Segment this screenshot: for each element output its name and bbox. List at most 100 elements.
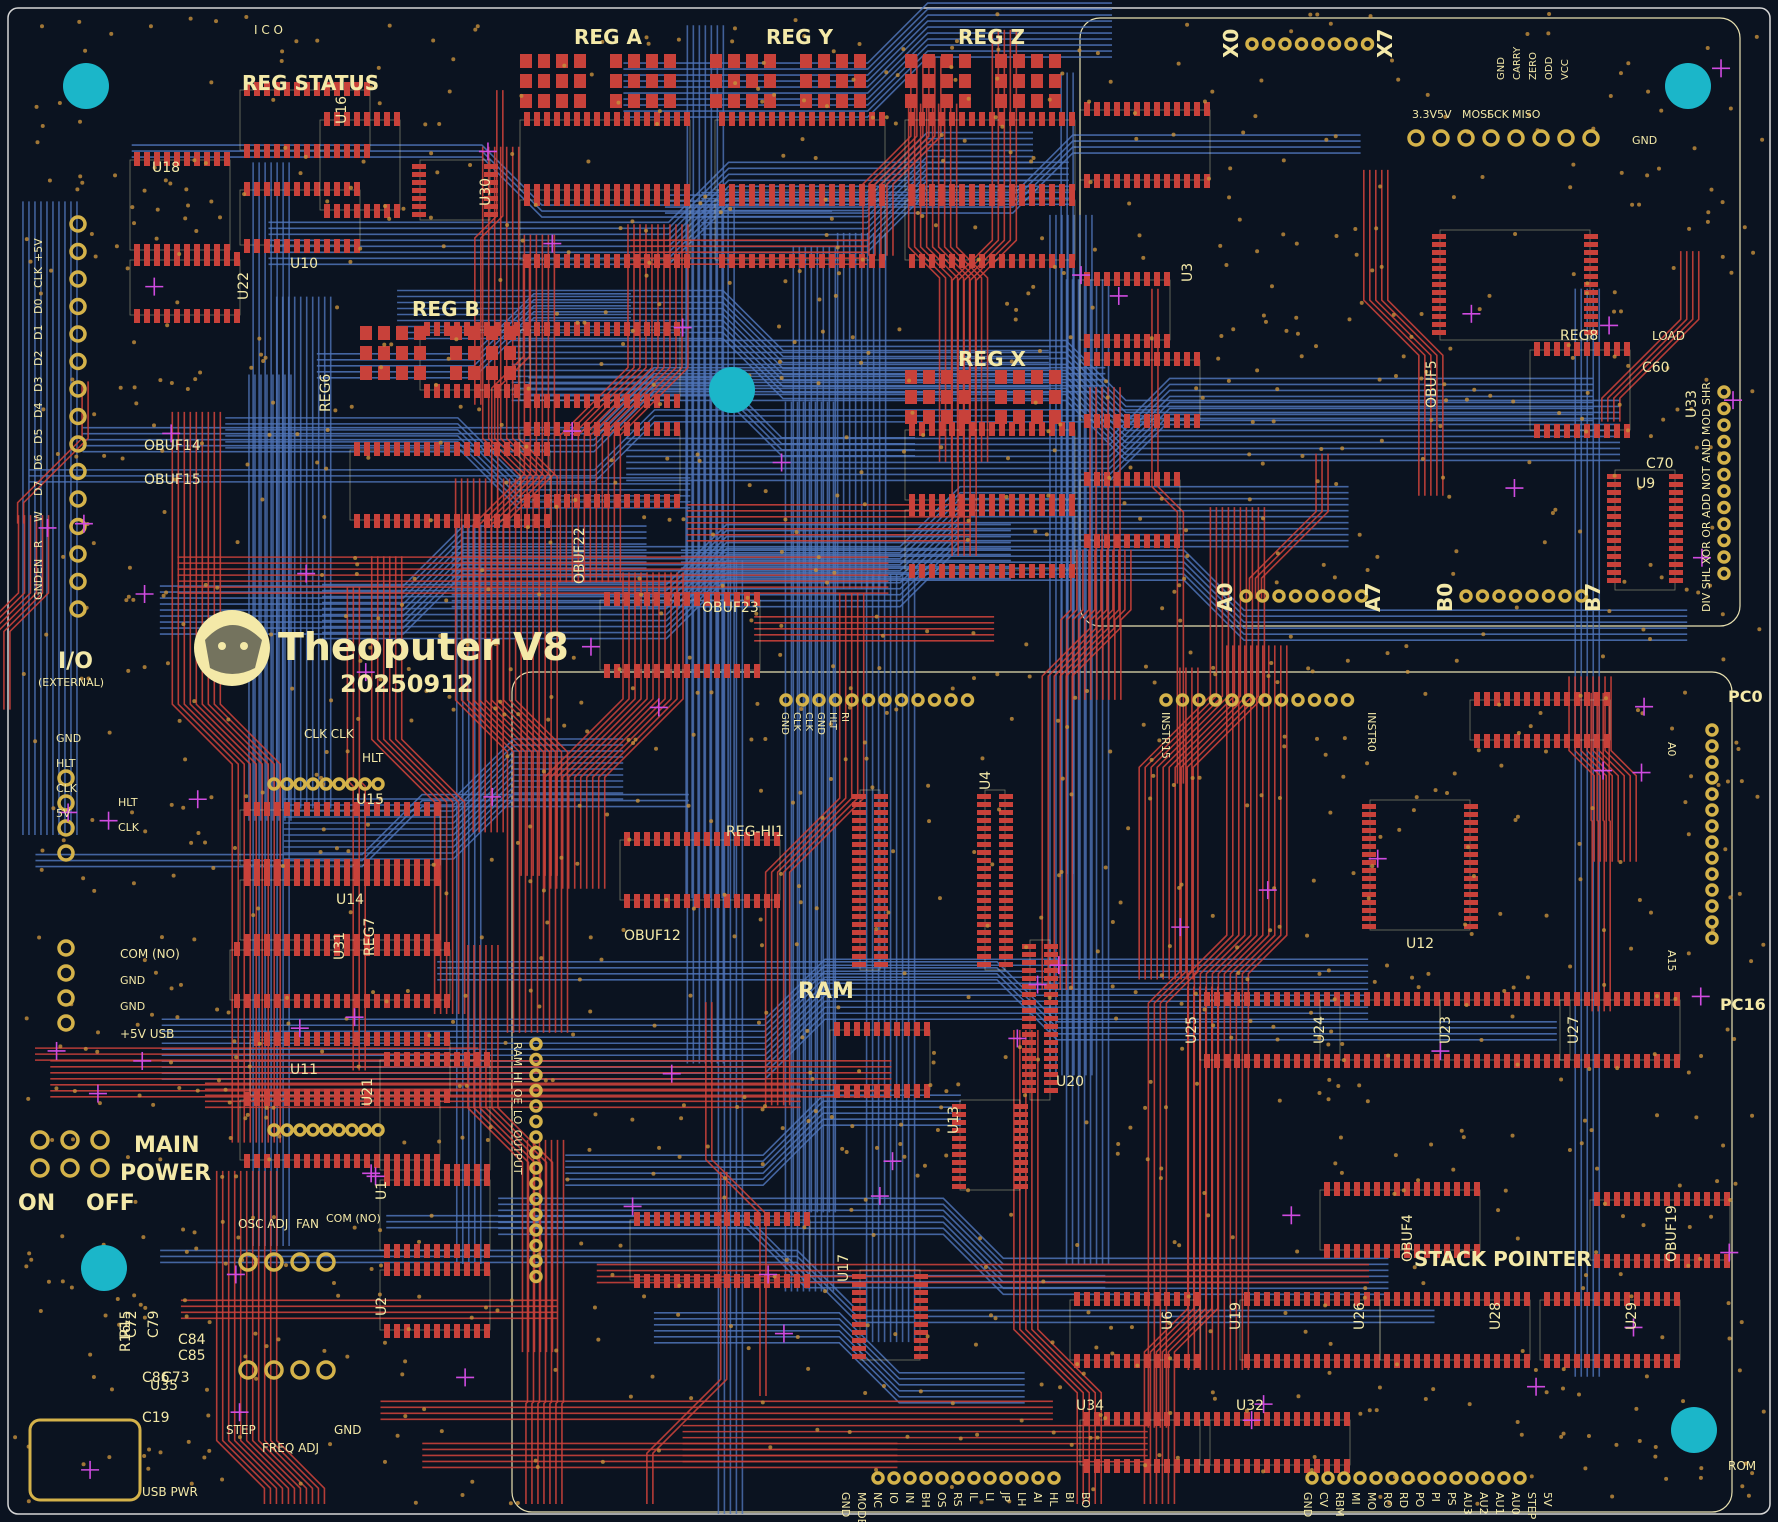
via: [1648, 562, 1653, 567]
via: [971, 676, 976, 681]
front-trace: [502, 478, 557, 1033]
via: [331, 1281, 336, 1286]
via: [1046, 429, 1051, 434]
via: [1046, 493, 1051, 498]
ic-chip: [129, 152, 231, 258]
back-trace: [159, 561, 647, 623]
via: [857, 42, 862, 47]
via: [169, 802, 174, 807]
via: [55, 451, 60, 456]
via: [1088, 180, 1093, 185]
via: [1526, 112, 1531, 117]
via: [1255, 249, 1260, 254]
control-pin-label: AU0: [1509, 1492, 1522, 1515]
via: [315, 460, 320, 465]
via: [189, 1481, 194, 1486]
via: [630, 219, 635, 224]
via: [1068, 985, 1073, 990]
via: [1315, 736, 1320, 741]
register-resistor-block: [360, 326, 426, 380]
via: [833, 293, 838, 298]
via: [218, 215, 223, 220]
via: [509, 1298, 514, 1303]
ic-chip: [519, 112, 691, 198]
via: [659, 611, 664, 616]
via: [777, 359, 782, 364]
via: [1617, 402, 1622, 407]
via: [181, 805, 186, 810]
label-on: ON: [18, 1191, 55, 1216]
via: [920, 214, 925, 219]
via: [1031, 156, 1036, 161]
via: [38, 1308, 43, 1313]
via: [33, 739, 38, 744]
marker-cross: [1049, 956, 1068, 975]
via: [720, 583, 725, 588]
via: [1182, 576, 1187, 581]
via: [1271, 419, 1276, 424]
via: [575, 861, 580, 866]
via: [1641, 1223, 1646, 1228]
back-trace: [322, 541, 1011, 604]
via: [587, 1147, 592, 1152]
label-instr0: INSTR0: [1365, 712, 1378, 752]
via: [1386, 1053, 1391, 1058]
programming-header: [1407, 129, 1600, 147]
via: [764, 1010, 769, 1015]
via: [303, 154, 308, 159]
label-plus5v-usb: +5V USB: [120, 1027, 174, 1041]
via: [1176, 61, 1181, 66]
via: [1648, 636, 1653, 641]
via: [92, 888, 97, 893]
via: [1202, 1191, 1207, 1196]
via: [251, 1215, 256, 1220]
via: [535, 1464, 540, 1469]
front-trace: [1601, 251, 1682, 422]
back-trace: [322, 535, 1011, 598]
via: [1272, 886, 1277, 891]
via: [813, 568, 818, 573]
designator-reg6: REG6: [318, 374, 334, 412]
ic-chip: [952, 1099, 1028, 1191]
via: [1444, 398, 1449, 403]
via: [1553, 507, 1558, 512]
via: [423, 122, 428, 127]
via: [400, 1372, 405, 1377]
via: [800, 1035, 805, 1040]
via: [1031, 284, 1036, 289]
prog-pin-label: SCK: [1487, 108, 1510, 121]
ic-chip: [1199, 992, 1341, 1068]
label-a0: A0: [1213, 583, 1237, 612]
back-trace: [623, 2, 1113, 64]
via: [931, 1050, 936, 1055]
via: [488, 1125, 493, 1130]
ic-chip: [1079, 272, 1171, 348]
front-trace: [565, 224, 635, 583]
via: [599, 957, 604, 962]
via: [141, 1235, 146, 1240]
io-pin-label: +5V: [32, 238, 45, 262]
front-trace: [591, 572, 672, 889]
via: [1622, 579, 1627, 584]
label-usb-pwr: USB PWR: [142, 1485, 198, 1499]
via: [1637, 202, 1642, 207]
via: [754, 611, 759, 616]
via: [667, 517, 672, 522]
via: [778, 871, 783, 876]
via: [1445, 1257, 1450, 1262]
via: [173, 477, 178, 482]
front-trace: [892, 56, 942, 256]
via: [525, 525, 530, 530]
via: [1152, 680, 1157, 685]
via: [382, 342, 387, 347]
back-trace: [701, 167, 1033, 230]
via: [863, 1390, 868, 1395]
via: [546, 717, 551, 722]
via: [1103, 1416, 1108, 1421]
io-pin-label: D6: [32, 455, 45, 470]
via: [777, 324, 782, 329]
via: [637, 576, 642, 581]
back-trace: [664, 134, 1361, 196]
via: [1283, 1310, 1288, 1315]
via: [1216, 356, 1221, 361]
